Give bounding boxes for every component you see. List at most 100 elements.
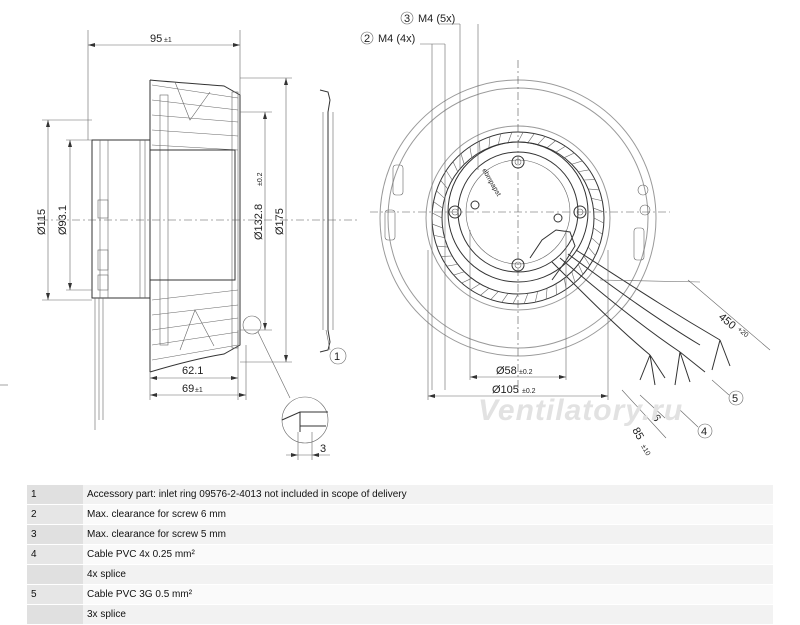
blade-tick [502,293,508,302]
blade-tick [547,141,556,148]
blade-tick [528,134,534,143]
blade-tick [434,235,445,237]
dim-dia-132-8-label: Ø132.8 [253,204,265,240]
blade-tick [535,291,537,302]
dim-dia-93-1-label: Ø93.1 [57,205,69,235]
front-outer-ring [380,80,656,356]
blade-tick [524,293,528,303]
legend-num: 4 [27,545,83,565]
blade-tick [470,147,472,158]
blade-tick [538,136,546,144]
dim-dia-175-label: Ø175 [274,208,286,235]
legend-text: Cable PVC 3G 0.5 mm² [83,585,773,605]
side-motor-rotor [92,140,150,298]
blade-tick [508,132,512,142]
blade-tick [556,146,565,152]
detail-3-label: 3 [320,443,326,455]
blade-tick [572,161,583,164]
dim-cable-450-label: 450 [716,311,738,332]
callout-3-label: M4 (5x) [418,13,455,25]
detail-marker [243,316,261,334]
dim-dia-115-label: Ø115 [36,209,48,235]
front-view: ebmpapst 3 M4 (5x) 2 M4 (4x) [361,12,770,457]
blade-tick [437,246,448,247]
dim-62-1-label: 62.1 [182,365,203,377]
blade-tick [572,272,575,283]
legend-num [27,605,83,625]
blade-tick [436,191,444,199]
blade-tick [591,198,602,200]
callout-1-label: 1 [334,351,340,363]
legend-row: 3x splice [27,605,773,625]
legend-text: Accessory part: inlet ring 09576-2-4013 … [83,485,773,505]
blade-tick [432,213,442,218]
blade-tick [518,132,523,142]
legend-text: Max. clearance for screw 6 mm [83,505,773,525]
detail-view: 3 [282,397,330,460]
blade-tick [480,288,489,295]
dim-cable-85-label: 85 [629,426,646,443]
callout-5-label: 5 [732,393,738,405]
blade-tick [446,171,452,180]
side-inlet-ring [320,90,330,352]
legend-text: 3x splice [83,605,773,625]
front-brand-marking: ebmpapst [480,168,501,198]
dim-dia-93-1: Ø93.1 [57,140,92,290]
blade-tick [432,224,442,228]
dim-dia-132-8: Ø132.8 ±0.2 [240,112,272,330]
side-blades [152,82,238,360]
blade-tick [434,202,443,208]
legend-num: 5 [27,585,83,605]
blade-tick [454,272,465,275]
front-mount-screws [449,156,586,271]
dim-95-tol: ±1 [164,37,172,44]
legend-num [27,565,83,585]
callout-2-num: 2 [364,33,370,45]
blade-tick [453,162,458,172]
side-cable [95,298,103,430]
callout-2-label: M4 (4x) [378,33,415,45]
callout-4-label: 4 [701,426,707,438]
blade-tick [591,238,599,246]
dim-69-tol: ±1 [195,387,203,394]
blade-tick [588,247,595,256]
blade-tick [588,189,599,190]
legend-row: 4x splice [27,565,773,585]
blade-tick [471,284,480,290]
blade-tick [593,228,602,234]
blade-tick [546,288,547,299]
blade-tick [491,291,499,299]
dim-dia-132-8-tol: ±0.2 [257,172,264,186]
front-cables [552,250,730,385]
watermark-text: Ventilatory.ru [478,394,683,427]
blade-tick [447,264,458,266]
legend-text: 4x splice [83,565,773,585]
blade-tick [564,153,574,158]
dim-95-label: 95 [150,33,162,45]
legend-text: Max. clearance for screw 5 mm [83,525,773,545]
blade-tick [594,218,604,223]
blade-tick [461,154,464,165]
blade-tick [441,180,448,189]
side-view: 95 ±1 Ø115 Ø93.1 Ø132.8 [36,30,360,460]
legend-num: 2 [27,505,83,525]
callout-3-num: 3 [404,13,410,25]
blade-tick [593,208,603,212]
dim-cable-85-tol: ±10 [639,444,651,458]
legend-num: 1 [27,485,83,505]
legend-num: 3 [27,525,83,545]
dim-cable-450-tol: +20 [736,326,750,339]
dim-69-label: 69 [182,383,194,395]
technical-drawing: 95 ±1 Ø115 Ø93.1 Ø132.8 [0,0,800,480]
dim-dia-58-label: Ø58 [496,365,517,377]
legend-text: Cable PVC 4x 0.25 mm² [83,545,773,565]
side-motor-body [150,150,235,280]
blade-tick [498,134,500,145]
